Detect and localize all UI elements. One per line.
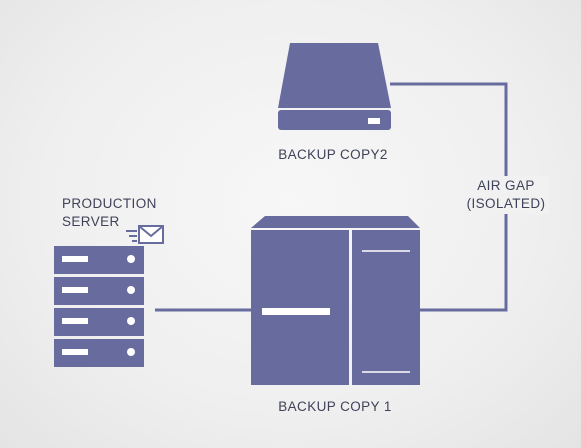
- tower-server-icon: [251, 216, 420, 385]
- production-server-label-line2: SERVER: [62, 214, 120, 229]
- envelope-icon: [126, 225, 164, 244]
- server-rack-icon: [54, 246, 144, 367]
- external-drive-icon: [278, 43, 391, 130]
- tower-drive-slot: [262, 308, 330, 315]
- air-gap-label-line1: AIR GAP: [477, 178, 535, 193]
- backup-copy-1-label: BACKUP COPY 1: [278, 399, 392, 414]
- backup-copy-2-label: BACKUP COPY2: [278, 147, 388, 162]
- air-gap-label-background: [463, 176, 549, 214]
- production-server-label-line1: PRODUCTION: [62, 196, 157, 211]
- air-gap-label-line2: (ISOLATED): [467, 196, 546, 211]
- drive-led: [368, 118, 380, 124]
